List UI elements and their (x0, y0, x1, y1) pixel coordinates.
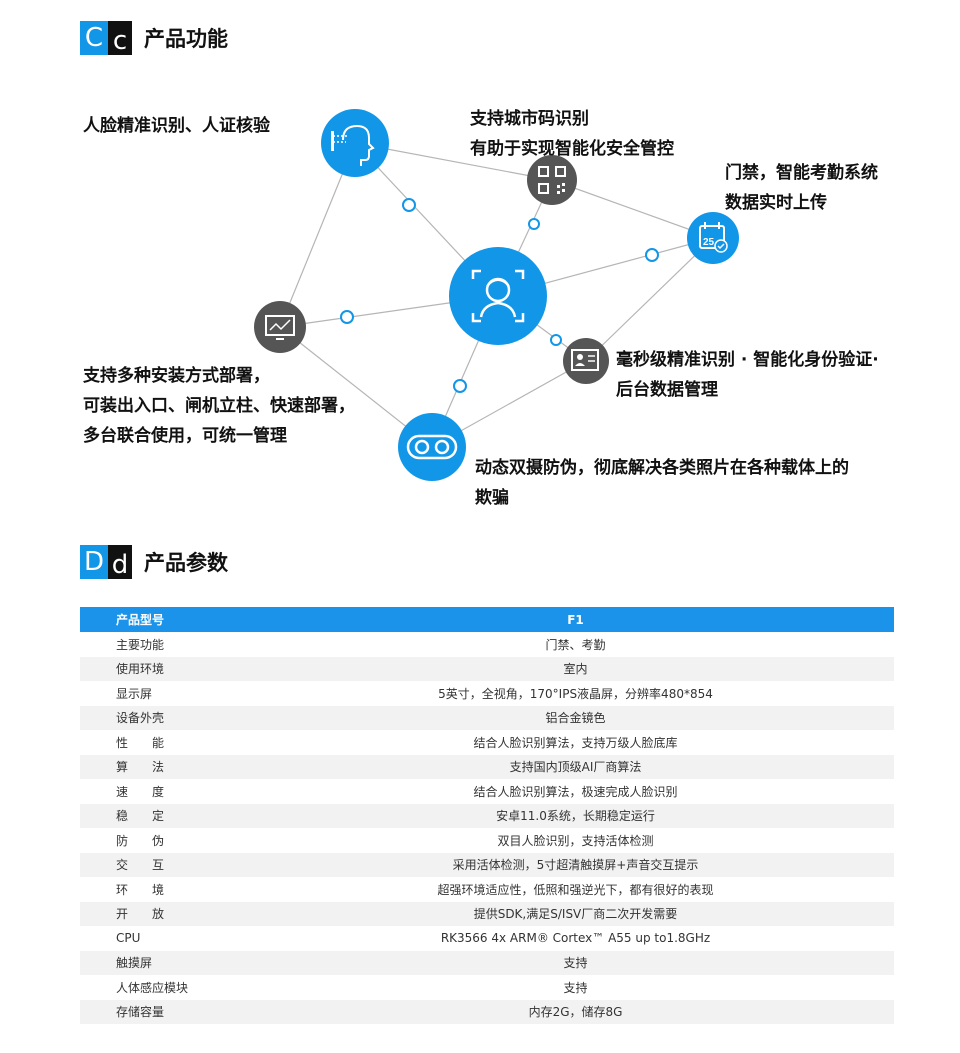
face-recognition-icon (449, 247, 547, 345)
feature-text-millisecond: 毫秒级精准识别 · 智能化身份验证· 后台数据管理 (616, 350, 879, 400)
param-value: 支持 (563, 980, 588, 995)
param-name: 防 伪 (116, 833, 165, 848)
param-name: 性 能 (116, 735, 165, 750)
table-row: 存储容量内存2G，储存8G (80, 999, 894, 1024)
param-name: 主要功能 (116, 637, 165, 652)
badge-letter-big: D (80, 545, 108, 579)
table-row: 显示屏 5英寸，全视角，170°IPS液晶屏，分辨率480*854 (80, 681, 894, 706)
svg-text:25: 25 (703, 237, 715, 248)
badge-letter-big: C (80, 21, 108, 55)
table-row: 使用环境室内 (80, 656, 894, 681)
table-row: 开 放提供SDK,满足S/ISV厂商二次开发需要 (80, 901, 894, 926)
table-row: 主要功能 门禁、考勤 (80, 632, 894, 657)
param-name: 速 度 (116, 784, 165, 799)
section-d-header: D d 产品参数 (80, 545, 228, 580)
section-d-badge: D d (80, 545, 132, 580)
param-name: 显示屏 (116, 686, 153, 701)
params-table: 产品型号 F1 主要功能 门禁、考勤使用环境室内显示屏 5英寸，全视角，170°IP… (80, 607, 894, 1024)
id-card-icon (563, 338, 609, 384)
feature-text-deploy: 支持多种安装方式部署， 可装出入口、闸机立柱、快速部署， 多台联合使用，可统一管… (83, 366, 355, 446)
table-row: 交 互采用活体检测，5寸超清触摸屏+声音交互提示 (80, 852, 894, 877)
table-row: 速 度 结合人脸识别算法，极速完成人脸识别 (80, 779, 894, 804)
calendar-check-icon: 25 (687, 212, 739, 264)
dual-camera-icon (398, 413, 466, 481)
section-c-header: C c 产品功能 (80, 21, 228, 56)
table-row: 防 伪 双目人脸识别，支持活体检测 (80, 828, 894, 853)
monitor-chart-icon (254, 301, 306, 353)
param-value: 5英寸，全视角，170°IPS液晶屏，分辨率480*854 (438, 686, 713, 701)
table-header-row: 产品型号 F1 (80, 607, 894, 632)
table-row: 触摸屏支持 (80, 950, 894, 975)
param-value: 支持 (257, 950, 894, 975)
feature-text-antispoof: 动态双摄防伪，彻底解决各类照片在各种载体上的 欺骗 (475, 458, 849, 508)
feature-network: 25 (254, 109, 739, 481)
header-name: 产品型号 (80, 607, 257, 632)
param-name: 存储容量 (80, 999, 257, 1024)
face-scan-icon (321, 109, 389, 177)
section-d-title: 产品参数 (144, 551, 228, 575)
connector-dots (340, 198, 659, 393)
qr-code-icon (527, 155, 577, 205)
param-name: 设备外壳 (80, 705, 257, 730)
param-value: 室内 (257, 656, 894, 681)
feature-text-attendance: 门禁，智能考勤系统 数据实时上传 (725, 163, 878, 213)
param-value: 提供SDK,满足S/ISV厂商二次开发需要 (257, 901, 894, 926)
header-value: F1 (257, 607, 894, 632)
badge-letter-small: c (108, 21, 132, 56)
table-row: 人体感应模块 支持 (80, 975, 894, 1000)
section-c-badge: C c (80, 21, 132, 56)
param-name: 交 互 (80, 852, 257, 877)
table-row: 算 法支持国内顶级AI厂商算法 (80, 754, 894, 779)
feature-diagram: 25 (0, 80, 960, 520)
param-value: RK3566 4x ARM® Cortex™ A55 up to1.8GHz (440, 931, 711, 946)
param-value: 结合人脸识别算法，极速完成人脸识别 (473, 784, 678, 799)
param-value: 支持国内顶级AI厂商算法 (257, 754, 894, 779)
param-name: 稳 定 (80, 803, 257, 828)
table-row: 环 境 超强环境适应性，低照和强逆光下，都有很好的表现 (80, 877, 894, 902)
feature-text-face: 人脸精准识别、人证核验 (83, 116, 270, 136)
param-name: 触摸屏 (80, 950, 257, 975)
feature-text-citycode: 支持城市码识别 有助于实现智能化安全管控 (470, 109, 674, 159)
param-value: 铝合金镜色 (257, 705, 894, 730)
param-name: CPU (116, 931, 141, 946)
table-row: CPU RK3566 4x ARM® Cortex™ A55 up to1.8GH… (80, 926, 894, 951)
param-value: 内存2G，储存8G (257, 999, 894, 1024)
param-name: 开 放 (80, 901, 257, 926)
table-row: 设备外壳铝合金镜色 (80, 705, 894, 730)
param-value: 安卓11.0系统，长期稳定运行 (257, 803, 894, 828)
table-row: 稳 定安卓11.0系统，长期稳定运行 (80, 803, 894, 828)
param-name: 人体感应模块 (116, 980, 189, 995)
param-value: 门禁、考勤 (545, 637, 606, 652)
table-body: 主要功能 门禁、考勤使用环境室内显示屏 5英寸，全视角，170°IPS液晶屏，分辨率… (80, 632, 894, 1024)
param-name: 算 法 (80, 754, 257, 779)
param-value: 超强环境适应性，低照和强逆光下，都有很好的表现 (437, 882, 714, 897)
param-value: 结合人脸识别算法，支持万级人脸底库 (473, 735, 678, 750)
param-name: 环 境 (116, 882, 165, 897)
section-c-title: 产品功能 (144, 27, 228, 51)
badge-letter-small: d (108, 545, 132, 580)
param-value: 双目人脸识别，支持活体检测 (497, 833, 654, 848)
table-row: 性 能 结合人脸识别算法，支持万级人脸底库 (80, 730, 894, 755)
param-name: 使用环境 (80, 656, 257, 681)
param-value: 采用活体检测，5寸超清触摸屏+声音交互提示 (257, 852, 894, 877)
